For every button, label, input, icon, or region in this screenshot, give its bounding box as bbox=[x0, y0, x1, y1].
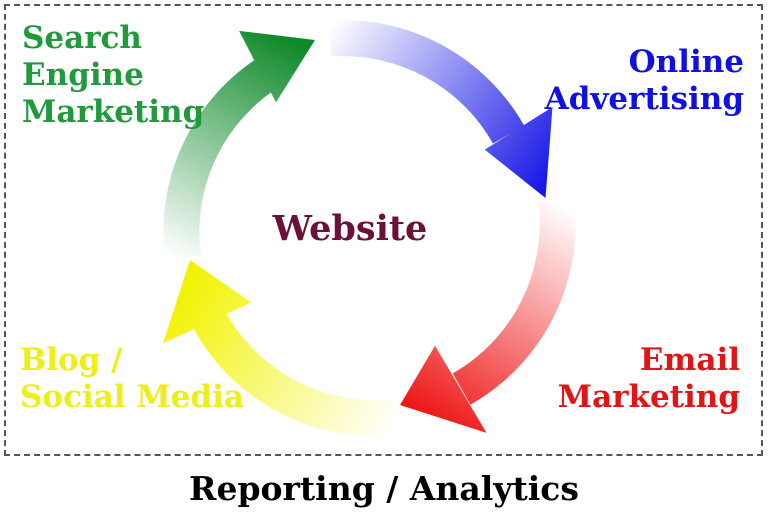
online-advertising-arrow bbox=[328, 20, 553, 198]
reporting-analytics-label: Reporting / Analytics bbox=[189, 469, 579, 508]
blog-social-media-arrow bbox=[163, 260, 401, 437]
diagram-frame bbox=[4, 4, 763, 456]
email-marketing-arrow bbox=[400, 195, 576, 433]
search-engine-marketing-arrow bbox=[163, 30, 315, 261]
cycle-diagram bbox=[163, 20, 576, 437]
search-engine-marketing-label: Search Engine Marketing bbox=[22, 20, 205, 130]
email-marketing-label: Email Marketing bbox=[557, 342, 740, 415]
online-advertising-label: Online Advertising bbox=[544, 44, 744, 117]
blog-social-media-label: Blog / Social Media bbox=[20, 342, 244, 415]
center-website-label: Website bbox=[272, 208, 428, 249]
